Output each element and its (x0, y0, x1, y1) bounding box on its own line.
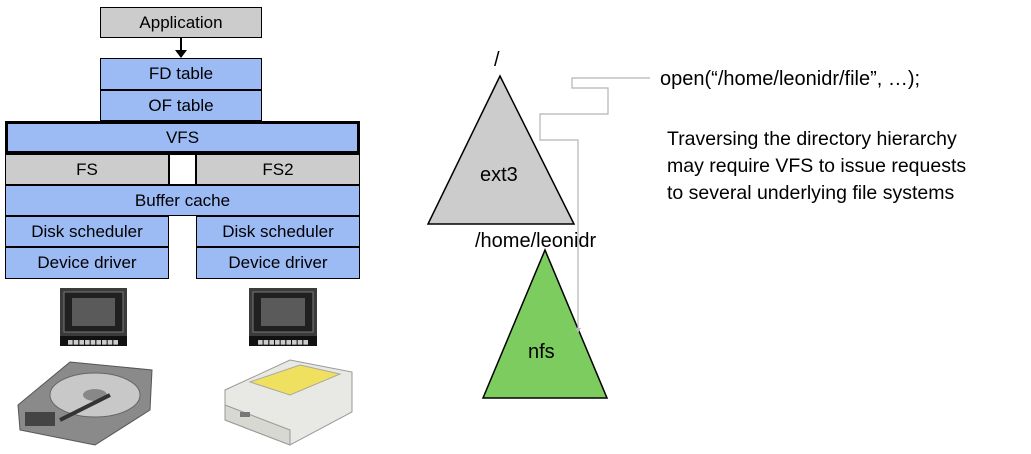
fs2-box: FS2 (196, 154, 360, 185)
fd-table-box: FD table (100, 58, 262, 90)
mount-point-label: /home/leonidr (475, 230, 597, 252)
controller-chip-image-1: ■■■■■■■■■ (60, 288, 127, 346)
optical-drive-image (224, 359, 353, 446)
traversal-line (539, 77, 650, 315)
device-driver-label-1: Device driver (37, 253, 137, 272)
application-box: Application (100, 7, 262, 38)
device-driver-box-1: Device driver (5, 247, 169, 279)
fs-box: FS (5, 154, 169, 185)
controller-chip-image-2: ■■■■■■■■■ (249, 288, 317, 346)
note-line-2: may require VFS to issue requests (667, 155, 967, 177)
fd-table-label: FD table (148, 64, 214, 83)
application-label: Application (139, 12, 223, 32)
of-table-box: OF table (100, 90, 262, 121)
buffer-cache-label: Buffer cache (134, 190, 231, 210)
device-driver-label-2: Device driver (228, 253, 328, 272)
nfs-label: nfs (528, 341, 555, 363)
buffer-cache-box: Buffer cache (5, 185, 360, 216)
ext3-triangle (426, 74, 576, 225)
disk-scheduler-box-1: Disk scheduler (5, 216, 169, 247)
disk-scheduler-label-1: Disk scheduler (31, 221, 143, 241)
disk-scheduler-label-2: Disk scheduler (222, 221, 334, 241)
open-call-text: open(“/home/leonidr/file”, …); (660, 68, 921, 90)
vfs-label: VFS (165, 127, 200, 147)
vfs-box: VFS (5, 121, 360, 154)
fs-gap-box (169, 154, 196, 185)
fs-label: FS (76, 159, 98, 179)
disk-scheduler-box-2: Disk scheduler (196, 216, 360, 247)
root-label: / (494, 49, 500, 71)
nfs-triangle (481, 248, 609, 399)
of-table-label: OF table (148, 95, 214, 115)
hard-disk-image (17, 361, 153, 446)
ext3-label: ext3 (480, 164, 518, 186)
note-text: Traversing the directory hierarchy may r… (667, 126, 966, 207)
svg-text:■■■■■■■■■: ■■■■■■■■■ (67, 339, 118, 346)
note-line-3: to several underlying file systems (667, 182, 955, 204)
device-driver-box-2: Device driver (196, 247, 360, 279)
note-line-1: Traversing the directory hierarchy (667, 128, 957, 150)
svg-text:■■■■■■■■■: ■■■■■■■■■ (257, 339, 308, 346)
fs2-label: FS2 (262, 159, 294, 179)
